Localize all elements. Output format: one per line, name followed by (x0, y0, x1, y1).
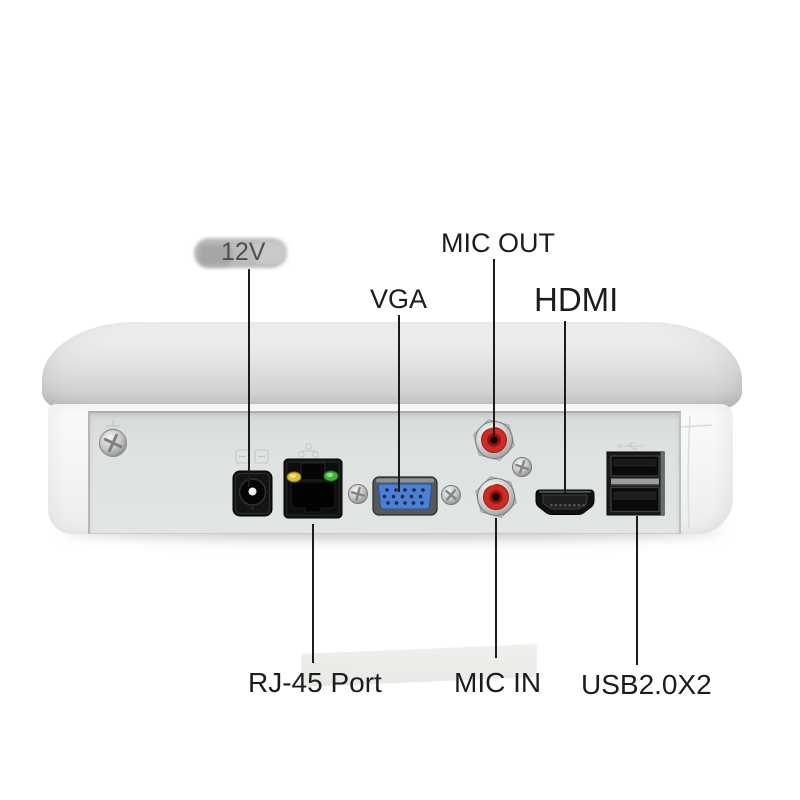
label-vga: VGA (370, 284, 428, 314)
rj45-port-icon (283, 458, 343, 519)
leader-line-vga (398, 315, 400, 492)
chassis-screw-icon (99, 429, 127, 457)
vga-port-icon (372, 476, 438, 516)
panel-screw-icon (348, 484, 368, 504)
leader-line-mic-out (493, 259, 495, 438)
usb-ports-icon (606, 451, 665, 516)
label-mic-in: MIC IN (454, 667, 542, 698)
label-12v: 12V (221, 238, 266, 266)
power-mark-icon (235, 449, 269, 464)
label-usb: USB2.0X2 (581, 669, 712, 700)
leader-line-12v (248, 269, 250, 487)
label-mic-out: MIC OUT (441, 228, 555, 258)
leader-line-rj45 (312, 524, 314, 663)
leader-line-mic-in (495, 518, 497, 658)
device-top-cover (42, 322, 742, 687)
usb-mark-icon (617, 442, 643, 450)
rca-jack-mic-in-icon (475, 476, 517, 518)
leader-line-hdmi (564, 321, 566, 493)
dc-power-jack-icon (232, 470, 273, 517)
hdmi-port-icon (535, 489, 595, 515)
label-hdmi: HDMI (534, 281, 619, 318)
panel-screw-icon (512, 457, 532, 477)
leader-line-usb (636, 516, 638, 665)
rca-jack-mic-out-icon (473, 419, 515, 461)
chassis-crease (680, 415, 713, 530)
label-rj45: RJ-45 Port (248, 667, 382, 698)
watermark-smudge (198, 244, 232, 266)
watermark-smudge (254, 241, 286, 264)
ethernet-mark-icon (298, 443, 319, 458)
panel-screw-icon (441, 485, 461, 505)
